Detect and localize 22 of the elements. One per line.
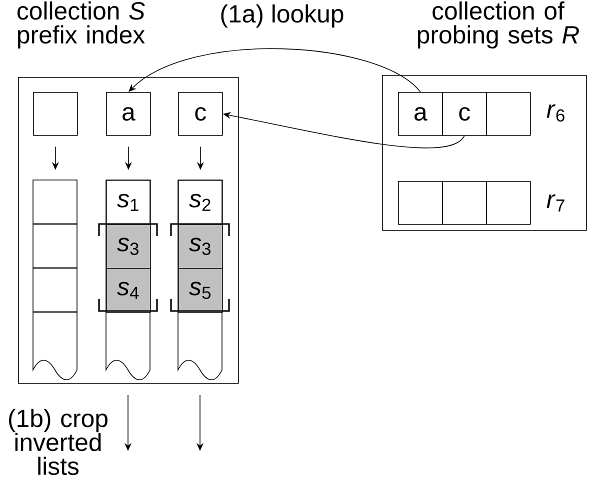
highlighted-cell: s$_{3}$ — [178, 224, 223, 269]
empty-cell — [33, 92, 78, 136]
row-label: r$_{6}$ — [546, 104, 564, 122]
cell-box: c — [178, 92, 223, 136]
edge-label: (1a) lookup — [218, 3, 346, 29]
highlighted-cell: s$_{3}$ — [106, 224, 151, 269]
cell-box: s$_{2}$ — [178, 180, 223, 225]
highlighted-cell: s$_{5}$ — [178, 268, 223, 313]
cell-box: a — [398, 92, 443, 136]
heading: collection of probing sets R — [418, 1, 579, 49]
cell-box: c — [442, 92, 487, 136]
empty-cell — [398, 180, 443, 225]
inverted-list — [32, 180, 78, 380]
empty-cell — [486, 180, 531, 225]
row-label: r$_{7}$ — [546, 194, 564, 212]
heading: collection S prefix index — [17, 1, 145, 49]
cell-box: a — [106, 92, 151, 136]
highlighted-cell: s$_{4}$ — [106, 268, 151, 313]
empty-cell — [486, 92, 531, 136]
empty-cell — [442, 180, 487, 225]
step-label: (1b) crop inverted lists — [9, 408, 108, 476]
cell-box: s$_{1}$ — [106, 180, 151, 225]
